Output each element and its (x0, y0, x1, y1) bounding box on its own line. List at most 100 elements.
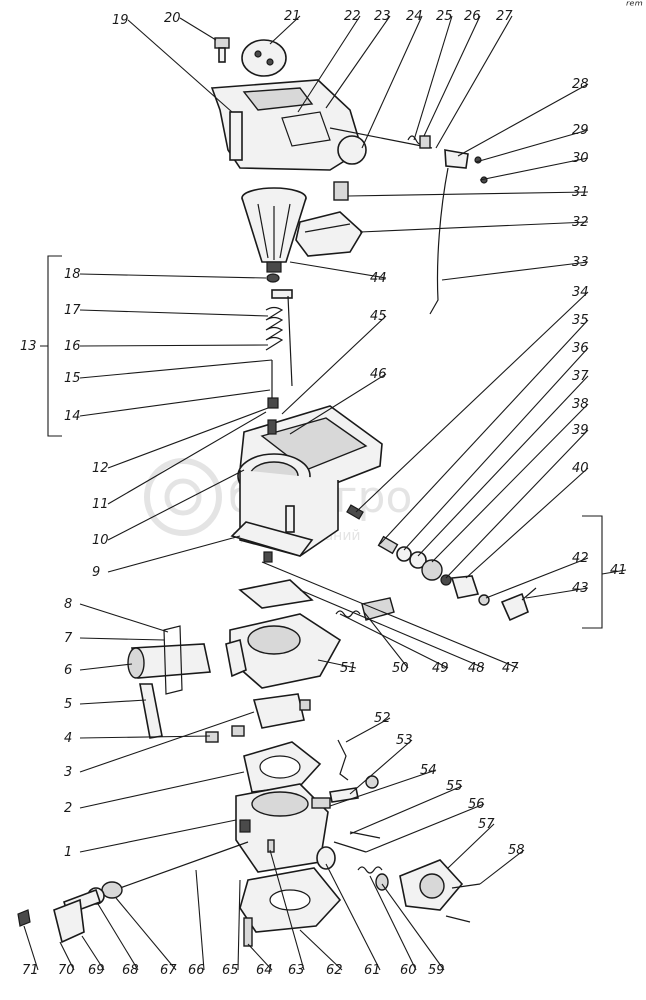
float-32 (295, 211, 364, 257)
leader-4 (79, 735, 211, 739)
leader-56 (365, 803, 485, 853)
gasket-2 (243, 741, 322, 793)
choke-shaft-assembly (329, 127, 433, 149)
callout-66: 66 (188, 963, 205, 978)
leader-19 (127, 19, 233, 113)
corner-mark: ʳᵉᵐ (626, 0, 643, 14)
leader-16 (79, 344, 269, 347)
leader-24 (361, 15, 423, 149)
leader-8 (79, 603, 169, 633)
callout-52: 52 (374, 711, 391, 726)
callout-58: 58 (508, 843, 525, 858)
leader-40 (465, 467, 589, 579)
callout-33: 33 (572, 255, 589, 270)
leader-34 (355, 291, 589, 513)
leader-17 (79, 309, 269, 317)
leader-58 (479, 849, 525, 885)
leader-38 (431, 403, 589, 563)
leader-44 (289, 261, 387, 279)
callout-48: 48 (468, 661, 485, 676)
callout-37: 37 (572, 369, 589, 384)
callout-6: 6 (64, 663, 72, 678)
callout-32: 32 (572, 215, 589, 230)
leader-7 (79, 637, 165, 641)
bolt-20 (214, 37, 230, 63)
callout-27: 27 (496, 9, 513, 24)
nut-30 (333, 181, 349, 201)
callout-16: 16 (64, 339, 81, 354)
callout-5: 5 (64, 697, 72, 712)
callout-41: 41 (610, 563, 627, 578)
callout-20: 20 (164, 11, 181, 26)
callout-24: 24 (406, 9, 423, 24)
callout-42: 42 (572, 551, 589, 566)
callout-36: 36 (572, 341, 589, 356)
callout-15: 15 (64, 371, 81, 386)
leader-29 (475, 129, 589, 163)
callout-69: 69 (88, 963, 105, 978)
callout-8: 8 (64, 597, 72, 612)
throttle-body-1 (235, 783, 329, 873)
leader-2 (79, 771, 245, 809)
callout-34: 34 (572, 285, 589, 300)
callout-25: 25 (436, 9, 453, 24)
callout-61: 61 (364, 963, 381, 978)
leader-61 (325, 863, 381, 971)
throttle-shaft (87, 841, 249, 905)
callout-64: 64 (256, 963, 273, 978)
callout-51: 51 (340, 661, 357, 676)
callout-14: 14 (64, 409, 81, 424)
callout-28: 28 (572, 77, 589, 92)
callout-9: 9 (92, 565, 100, 580)
callout-55: 55 (446, 779, 463, 794)
pump-cover-57 (399, 859, 481, 923)
callout-22: 22 (344, 9, 361, 24)
leader-3 (79, 711, 255, 773)
leader-36 (403, 347, 589, 551)
callout-38: 38 (572, 397, 589, 412)
leader-71 (23, 925, 39, 971)
callout-71: 71 (22, 963, 39, 978)
leader-18 (79, 273, 267, 279)
callout-50: 50 (392, 661, 409, 676)
leader-64 (247, 943, 273, 971)
leader-32 (359, 221, 589, 233)
leader-33 (441, 261, 589, 281)
leader-65 (237, 879, 241, 971)
callout-40: 40 (572, 461, 589, 476)
base-gasket-62 (239, 839, 342, 947)
callout-10: 10 (92, 533, 109, 548)
leader-5 (79, 699, 147, 705)
callout-59: 59 (428, 963, 445, 978)
callout-11: 11 (92, 497, 109, 512)
damper-disc-21 (241, 39, 287, 77)
callout-3: 3 (64, 765, 72, 780)
leader-43 (525, 587, 589, 599)
callout-56: 56 (468, 797, 485, 812)
carburetor-top-cover (210, 79, 367, 171)
leader-25 (413, 15, 453, 141)
leader-14 (79, 389, 271, 417)
callout-44: 44 (370, 271, 387, 286)
leader-45 (281, 315, 387, 415)
callout-31: 31 (572, 185, 589, 200)
callout-49: 49 (432, 661, 449, 676)
filter-cone-44 (241, 187, 307, 273)
bracket-41 (582, 515, 603, 629)
leader-23 (325, 15, 391, 109)
callout-2: 2 (64, 801, 72, 816)
callout-12: 12 (92, 461, 109, 476)
leader-39 (445, 429, 589, 579)
leader-26 (423, 15, 481, 137)
leader-47 (261, 561, 519, 669)
callout-63: 63 (288, 963, 305, 978)
leader-41 (601, 569, 627, 575)
leader-42 (485, 557, 589, 599)
lower-housing-51 (225, 613, 342, 689)
leader-11 (107, 411, 267, 505)
levers-69-71 (17, 888, 102, 944)
leader-49 (339, 613, 449, 669)
